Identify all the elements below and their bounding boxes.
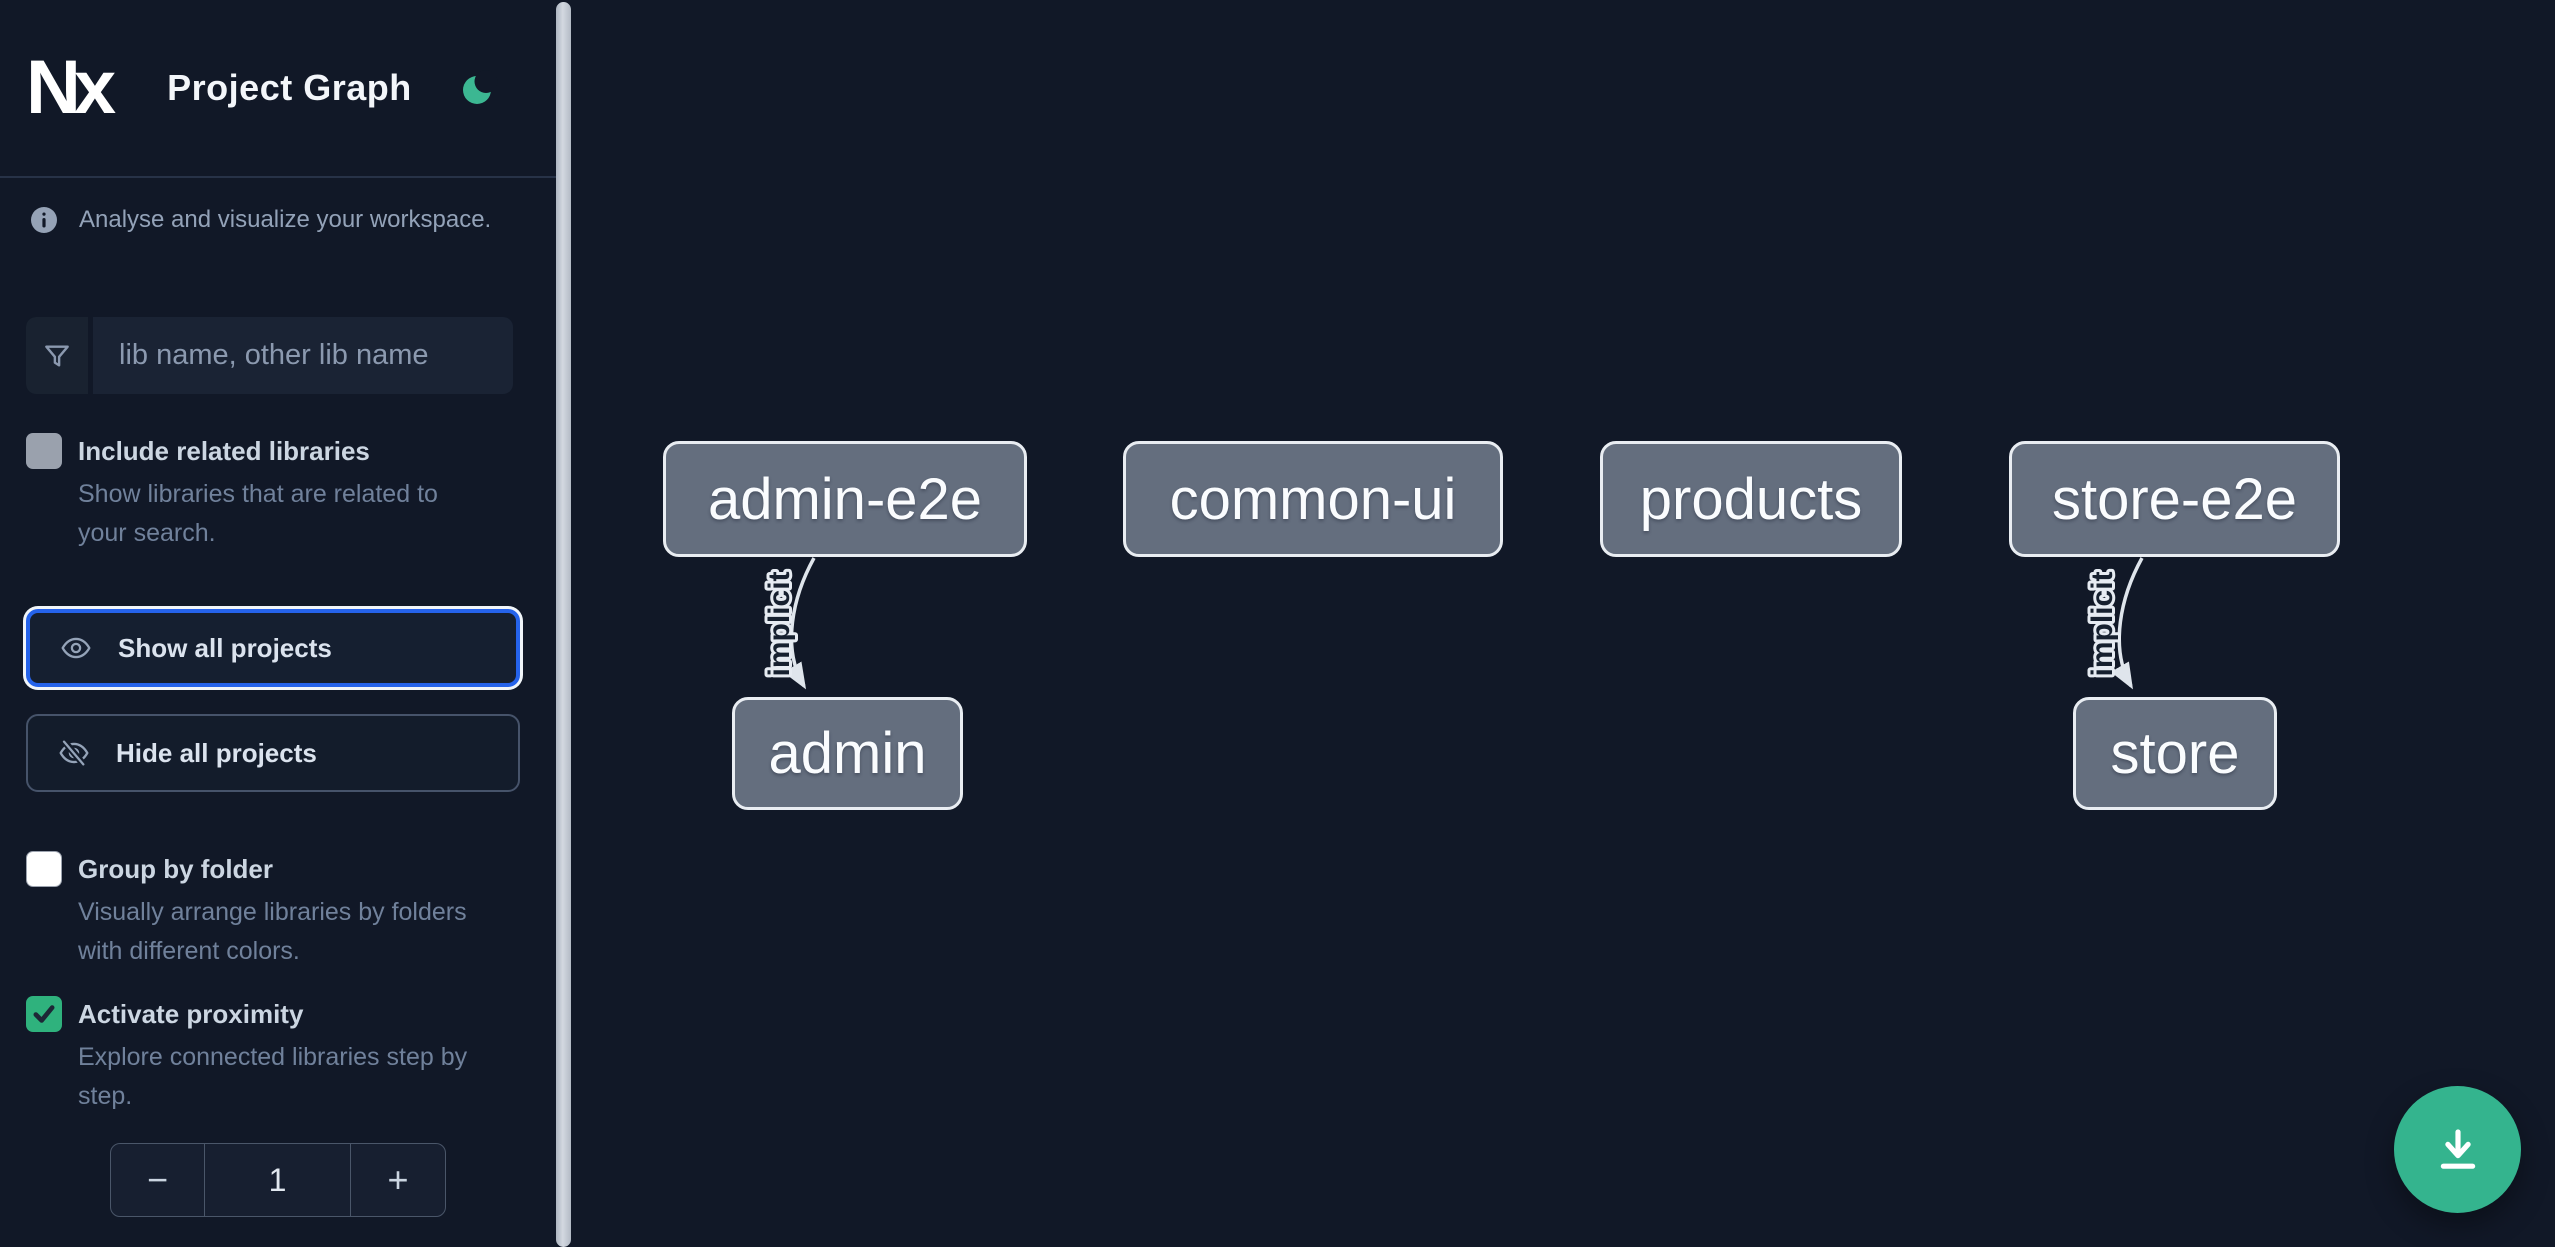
graph-canvas[interactable]: implicit implicit admin-e2e common-ui pr… bbox=[571, 0, 2555, 1247]
activate-proximity-label: Activate proximity bbox=[78, 999, 304, 1029]
node-label: products bbox=[1639, 466, 1863, 532]
toggle-include-related-libraries: Include related libraries Show libraries… bbox=[26, 431, 492, 553]
hide-all-projects-label: Hide all projects bbox=[116, 737, 317, 768]
moon-icon[interactable] bbox=[460, 69, 498, 107]
toggle-group-by-folder: Group by folder Visually arrange librari… bbox=[26, 849, 492, 971]
activate-proximity-description: Explore connected libraries step by step… bbox=[78, 1043, 468, 1110]
graph-node-admin[interactable]: admin bbox=[732, 697, 963, 810]
header-divider bbox=[0, 176, 556, 178]
filter-icon bbox=[45, 344, 69, 367]
checkmark-icon bbox=[33, 1005, 55, 1023]
proximity-increment-button[interactable]: + bbox=[350, 1144, 445, 1216]
group-by-folder-label: Group by folder bbox=[78, 854, 273, 884]
group-by-folder-checkbox[interactable] bbox=[26, 851, 62, 887]
proximity-decrement-button[interactable]: − bbox=[111, 1144, 205, 1216]
node-label: store bbox=[2110, 721, 2240, 786]
sidebar: Nx Project Graph Analyse and visualize y… bbox=[0, 0, 556, 1247]
node-label: admin-e2e bbox=[707, 466, 983, 532]
search-box bbox=[26, 317, 513, 394]
edge-admin-e2e-to-admin[interactable] bbox=[783, 557, 816, 690]
graph-node-common-ui[interactable]: common-ui bbox=[1123, 441, 1503, 557]
eye-icon bbox=[61, 637, 91, 659]
node-label: admin bbox=[768, 721, 927, 786]
include-related-description: Show libraries that are related to your … bbox=[78, 480, 438, 547]
nx-logo: Nx bbox=[26, 45, 116, 130]
download-icon bbox=[2440, 1128, 2475, 1169]
include-related-checkbox[interactable] bbox=[26, 433, 62, 469]
node-label: common-ui bbox=[1169, 466, 1457, 532]
hide-all-projects-button[interactable]: Hide all projects bbox=[26, 714, 520, 792]
node-label: store-e2e bbox=[2051, 466, 2298, 532]
graph-node-store[interactable]: store bbox=[2073, 697, 2277, 810]
search-divider bbox=[88, 317, 93, 394]
proximity-stepper: − 1 + bbox=[110, 1143, 446, 1217]
download-graph-button[interactable] bbox=[2394, 1086, 2521, 1213]
page-title: Project Graph bbox=[167, 67, 412, 108]
tagline: Analyse and visualize your workspace. bbox=[30, 206, 530, 234]
tagline-text: Analyse and visualize your workspace. bbox=[79, 206, 492, 233]
search-input[interactable] bbox=[93, 317, 513, 394]
sidebar-header: Nx Project Graph bbox=[0, 0, 556, 176]
activate-proximity-checkbox[interactable] bbox=[26, 996, 62, 1032]
eye-slash-icon bbox=[59, 737, 89, 769]
toggle-activate-proximity: Activate proximity Explore connected lib… bbox=[26, 994, 492, 1116]
edge-store-e2e-to-store[interactable] bbox=[2110, 557, 2144, 690]
sidebar-scrollbar[interactable] bbox=[556, 2, 571, 1247]
proximity-value: 1 bbox=[268, 1161, 287, 1198]
info-icon bbox=[31, 207, 57, 233]
graph-edges-layer: implicit implicit bbox=[760, 557, 2144, 690]
show-all-projects-label: Show all projects bbox=[118, 632, 332, 663]
include-related-label: Include related libraries bbox=[78, 436, 370, 466]
graph-node-store-e2e[interactable]: store-e2e bbox=[2009, 441, 2340, 557]
graph-node-admin-e2e[interactable]: admin-e2e bbox=[663, 441, 1027, 557]
group-by-folder-description: Visually arrange libraries by folders wi… bbox=[78, 898, 467, 965]
edge-label-implicit: implicit bbox=[2086, 571, 2119, 676]
show-all-projects-button[interactable]: Show all projects bbox=[26, 609, 520, 687]
graph-node-products[interactable]: products bbox=[1600, 441, 1902, 557]
filter-icon-segment bbox=[26, 317, 88, 394]
